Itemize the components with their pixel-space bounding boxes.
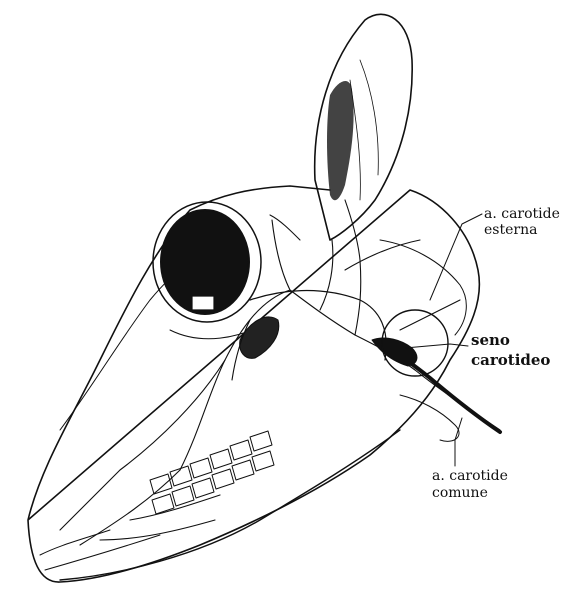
label-carotid-sinus-line2: carotideo: [471, 351, 550, 370]
temporal-fossa: [240, 317, 279, 358]
label-carotid-sinus-line1: seno: [471, 331, 510, 350]
parotid-gland: [380, 240, 466, 335]
label-common-carotid-line2: comune: [432, 485, 488, 501]
label-external-carotid-line2: esterna: [484, 222, 537, 238]
ear-inner-shading: [327, 81, 354, 200]
muzzle-contour: [40, 530, 160, 570]
head-outline: [28, 186, 479, 582]
lower-jaw-outline: [60, 430, 400, 580]
label-common-carotid-line1: a. carotide: [432, 468, 508, 484]
ear-inner-line: [350, 60, 378, 200]
cheek-teeth: [150, 431, 274, 514]
leader-line-common-carotid: [455, 418, 462, 466]
carotid-sinus-shape: [372, 338, 417, 366]
orbit-bone-fragment: [192, 296, 214, 310]
label-external-carotid-line1: a. carotide: [484, 206, 560, 222]
